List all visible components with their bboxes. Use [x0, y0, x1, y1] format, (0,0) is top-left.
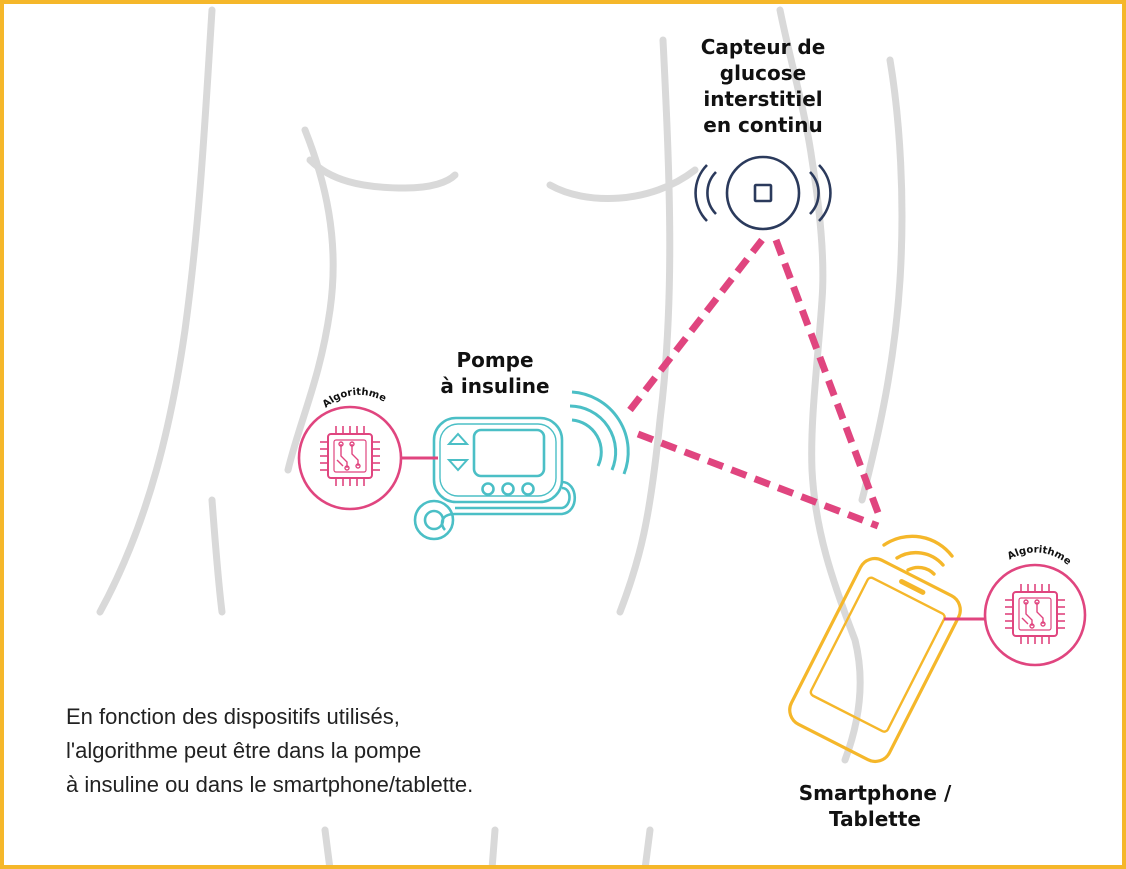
- link-pump-sensor: [627, 237, 765, 413]
- phone-label: Smartphone / Tablette: [750, 780, 1000, 832]
- link-pump-phone: [636, 430, 880, 530]
- phone-label-line1: Smartphone /: [798, 781, 952, 805]
- sensor-label-line2: glucose: [719, 61, 807, 85]
- note-line1: En fonction des dispositifs utilisés,: [66, 704, 400, 729]
- sensor-label-line1: Capteur de: [700, 35, 826, 59]
- pump-label-line2: à insuline: [440, 374, 550, 398]
- algorithm-pump-badge: Algorithme: [297, 387, 438, 511]
- link-sensor-phone: [772, 238, 884, 520]
- sensor-label-line3: interstitiel: [703, 87, 823, 111]
- pump-label: Pompe à insuline: [385, 347, 605, 399]
- connection-lines: [627, 237, 884, 530]
- phone-signal-icon: [882, 534, 954, 576]
- smartphone-icon: [788, 556, 962, 764]
- sensor-label: Capteur de glucose interstitiel en conti…: [648, 34, 878, 138]
- body-outline: [96, 6, 906, 869]
- explanatory-note: En fonction des dispositifs utilisés, l'…: [66, 700, 473, 802]
- algorithm-phone-badge: Algorithme: [944, 544, 1087, 667]
- glucose-sensor-icon: [694, 155, 832, 231]
- note-line2: l'algorithme peut être dans la pompe: [66, 738, 422, 763]
- note-line3: à insuline ou dans le smartphone/tablett…: [66, 772, 474, 797]
- insulin-pump-icon: [413, 390, 630, 541]
- phone-label-line2: Tablette: [829, 807, 921, 831]
- sensor-label-line4: en continu: [703, 113, 823, 137]
- pump-label-line1: Pompe: [456, 348, 534, 372]
